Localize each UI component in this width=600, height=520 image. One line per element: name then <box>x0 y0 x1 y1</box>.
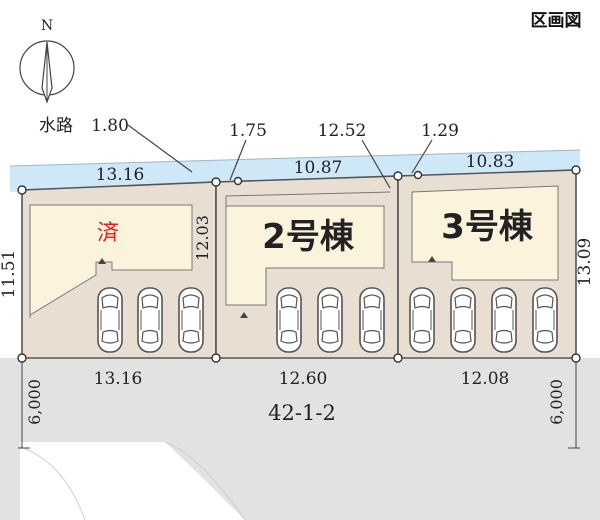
dim-south-lot1: 13.16 <box>94 369 143 389</box>
road-corner-curve <box>164 441 246 520</box>
road-width-right: 6,000 <box>547 379 566 425</box>
road <box>0 358 600 520</box>
page-title: 区画図 <box>531 11 582 31</box>
car-7 <box>409 287 435 353</box>
dim-inner: 12.03 <box>193 215 212 261</box>
leader-lines <box>127 124 433 189</box>
lot-3-house <box>411 185 559 281</box>
car-2 <box>137 287 163 353</box>
car-8 <box>450 287 476 353</box>
road-width-left: 6,000 <box>25 379 44 425</box>
car-10 <box>532 287 558 353</box>
waterway-label: 水路 <box>39 116 73 136</box>
dim-top-c: 1.29 <box>421 121 459 141</box>
lot-3-marker <box>428 256 436 262</box>
dim-top-b: 12.52 <box>318 121 367 141</box>
lot-1-marker <box>98 258 106 264</box>
dim-left: 11.51 <box>0 250 19 299</box>
lot-1-sold-label: 済 <box>97 221 119 246</box>
boundary-points <box>17 165 581 363</box>
road-dimension-lines <box>18 362 580 449</box>
dim-right: 13.09 <box>575 238 595 287</box>
lot-2-inner <box>225 191 391 305</box>
dim-north-lot2: 10.87 <box>294 158 343 178</box>
dim-south-lot3: 12.08 <box>461 369 510 389</box>
lot-3-label: 3号棟 <box>441 207 534 247</box>
car-1 <box>97 287 123 353</box>
dim-north-lot1: 13.16 <box>96 165 145 185</box>
dim-north-lot3: 10.83 <box>466 152 515 172</box>
lot-2-marker <box>240 312 248 318</box>
road-name: 42-1-2 <box>268 401 336 425</box>
dim-top-a: 1.75 <box>229 121 267 141</box>
car-4 <box>276 287 302 353</box>
car-5 <box>317 287 343 353</box>
car-9 <box>491 287 517 353</box>
dim-south-lot2: 12.60 <box>279 369 328 389</box>
lot-2-label: 2号棟 <box>262 217 355 257</box>
waterway <box>10 150 580 192</box>
compass: N <box>19 18 75 104</box>
car-6 <box>359 287 385 353</box>
compass-label: N <box>41 18 53 34</box>
waterway-edge <box>9 149 581 167</box>
car-3 <box>178 287 204 353</box>
lot-1-house <box>29 204 193 316</box>
road-left-fill <box>0 442 20 520</box>
waterway-width: 1.80 <box>91 116 129 136</box>
